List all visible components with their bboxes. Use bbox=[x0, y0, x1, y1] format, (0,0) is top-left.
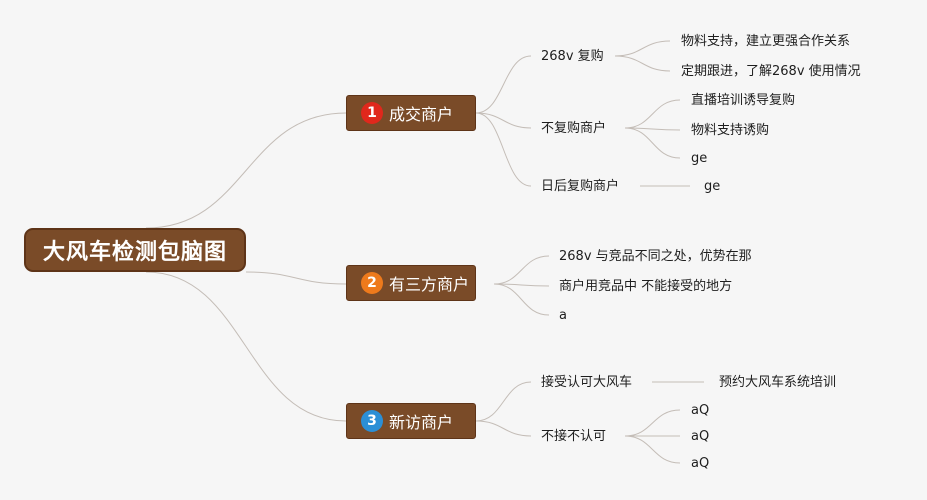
connector-line-4 bbox=[475, 55, 532, 114]
connector-line-16 bbox=[475, 381, 532, 422]
connector-line-2 bbox=[245, 271, 347, 285]
connector-line-5 bbox=[475, 112, 532, 129]
root-title: 大风车检测包脑图 bbox=[42, 240, 227, 265]
subtopic-ge-1[interactable]: ge bbox=[691, 151, 708, 166]
subtopic-material-incentive[interactable]: 物料支持诱购 bbox=[691, 123, 770, 138]
number-badge-1: 1 bbox=[361, 102, 383, 124]
connector-line-7 bbox=[614, 40, 671, 57]
topic-accept-dafengche[interactable]: 接受认可大风车 bbox=[541, 375, 633, 390]
connector-line-1 bbox=[145, 112, 347, 229]
connector-line-19 bbox=[624, 409, 681, 437]
topic-competitor-advantage[interactable]: 268v 与竞品不同之处，优势在那 bbox=[559, 249, 752, 264]
subtopic-aq-3[interactable]: aQ bbox=[691, 456, 710, 471]
connector-line-11 bbox=[624, 127, 681, 159]
branch-title: 新访商户 bbox=[389, 413, 454, 432]
subtopic-schedule-training[interactable]: 预约大风车系统培训 bbox=[719, 375, 837, 390]
subtopic-live-training[interactable]: 直播培训诱导复购 bbox=[691, 93, 796, 108]
branch-title: 成交商户 bbox=[389, 105, 454, 124]
topic-repurchase-268v[interactable]: 268v 复购 bbox=[541, 49, 604, 64]
branch-node-third-party-merchants[interactable]: 2 有三方商户 bbox=[346, 265, 476, 301]
connector-line-14 bbox=[493, 283, 550, 287]
topic-competitor-pain-points[interactable]: 商户用竞品中 不能接受的地方 bbox=[559, 279, 733, 294]
root-node[interactable]: 大风车检测包脑图 bbox=[24, 228, 246, 272]
topic-a[interactable]: a bbox=[559, 308, 567, 323]
connector-line-17 bbox=[475, 420, 532, 437]
topic-non-repurchase[interactable]: 不复购商户 bbox=[541, 121, 607, 136]
number-badge-2: 2 bbox=[361, 272, 383, 294]
subtopic-ge-2[interactable]: ge bbox=[704, 179, 721, 194]
connector-line-8 bbox=[614, 55, 671, 72]
connector-line-9 bbox=[624, 99, 681, 129]
subtopic-aq-2[interactable]: aQ bbox=[691, 429, 710, 444]
branch-node-closed-merchants[interactable]: 1 成交商户 bbox=[346, 95, 476, 131]
number-badge-3: 3 bbox=[361, 410, 383, 432]
subtopic-material-support[interactable]: 物料支持，建立更强合作关系 bbox=[681, 34, 851, 49]
connector-line-13 bbox=[493, 255, 550, 285]
connector-line-21 bbox=[624, 435, 681, 464]
branch-node-new-visit-merchants[interactable]: 3 新访商户 bbox=[346, 403, 476, 439]
topic-future-repurchase[interactable]: 日后复购商户 bbox=[541, 179, 620, 194]
connector-line-3 bbox=[145, 271, 347, 422]
subtopic-regular-followup[interactable]: 定期跟进，了解268v 使用情况 bbox=[681, 64, 861, 79]
subtopic-aq-1[interactable]: aQ bbox=[691, 403, 710, 418]
connector-line-6 bbox=[475, 112, 532, 187]
branch-title: 有三方商户 bbox=[389, 275, 470, 294]
connector-line-15 bbox=[493, 283, 550, 316]
topic-not-accept[interactable]: 不接不认可 bbox=[541, 429, 607, 444]
